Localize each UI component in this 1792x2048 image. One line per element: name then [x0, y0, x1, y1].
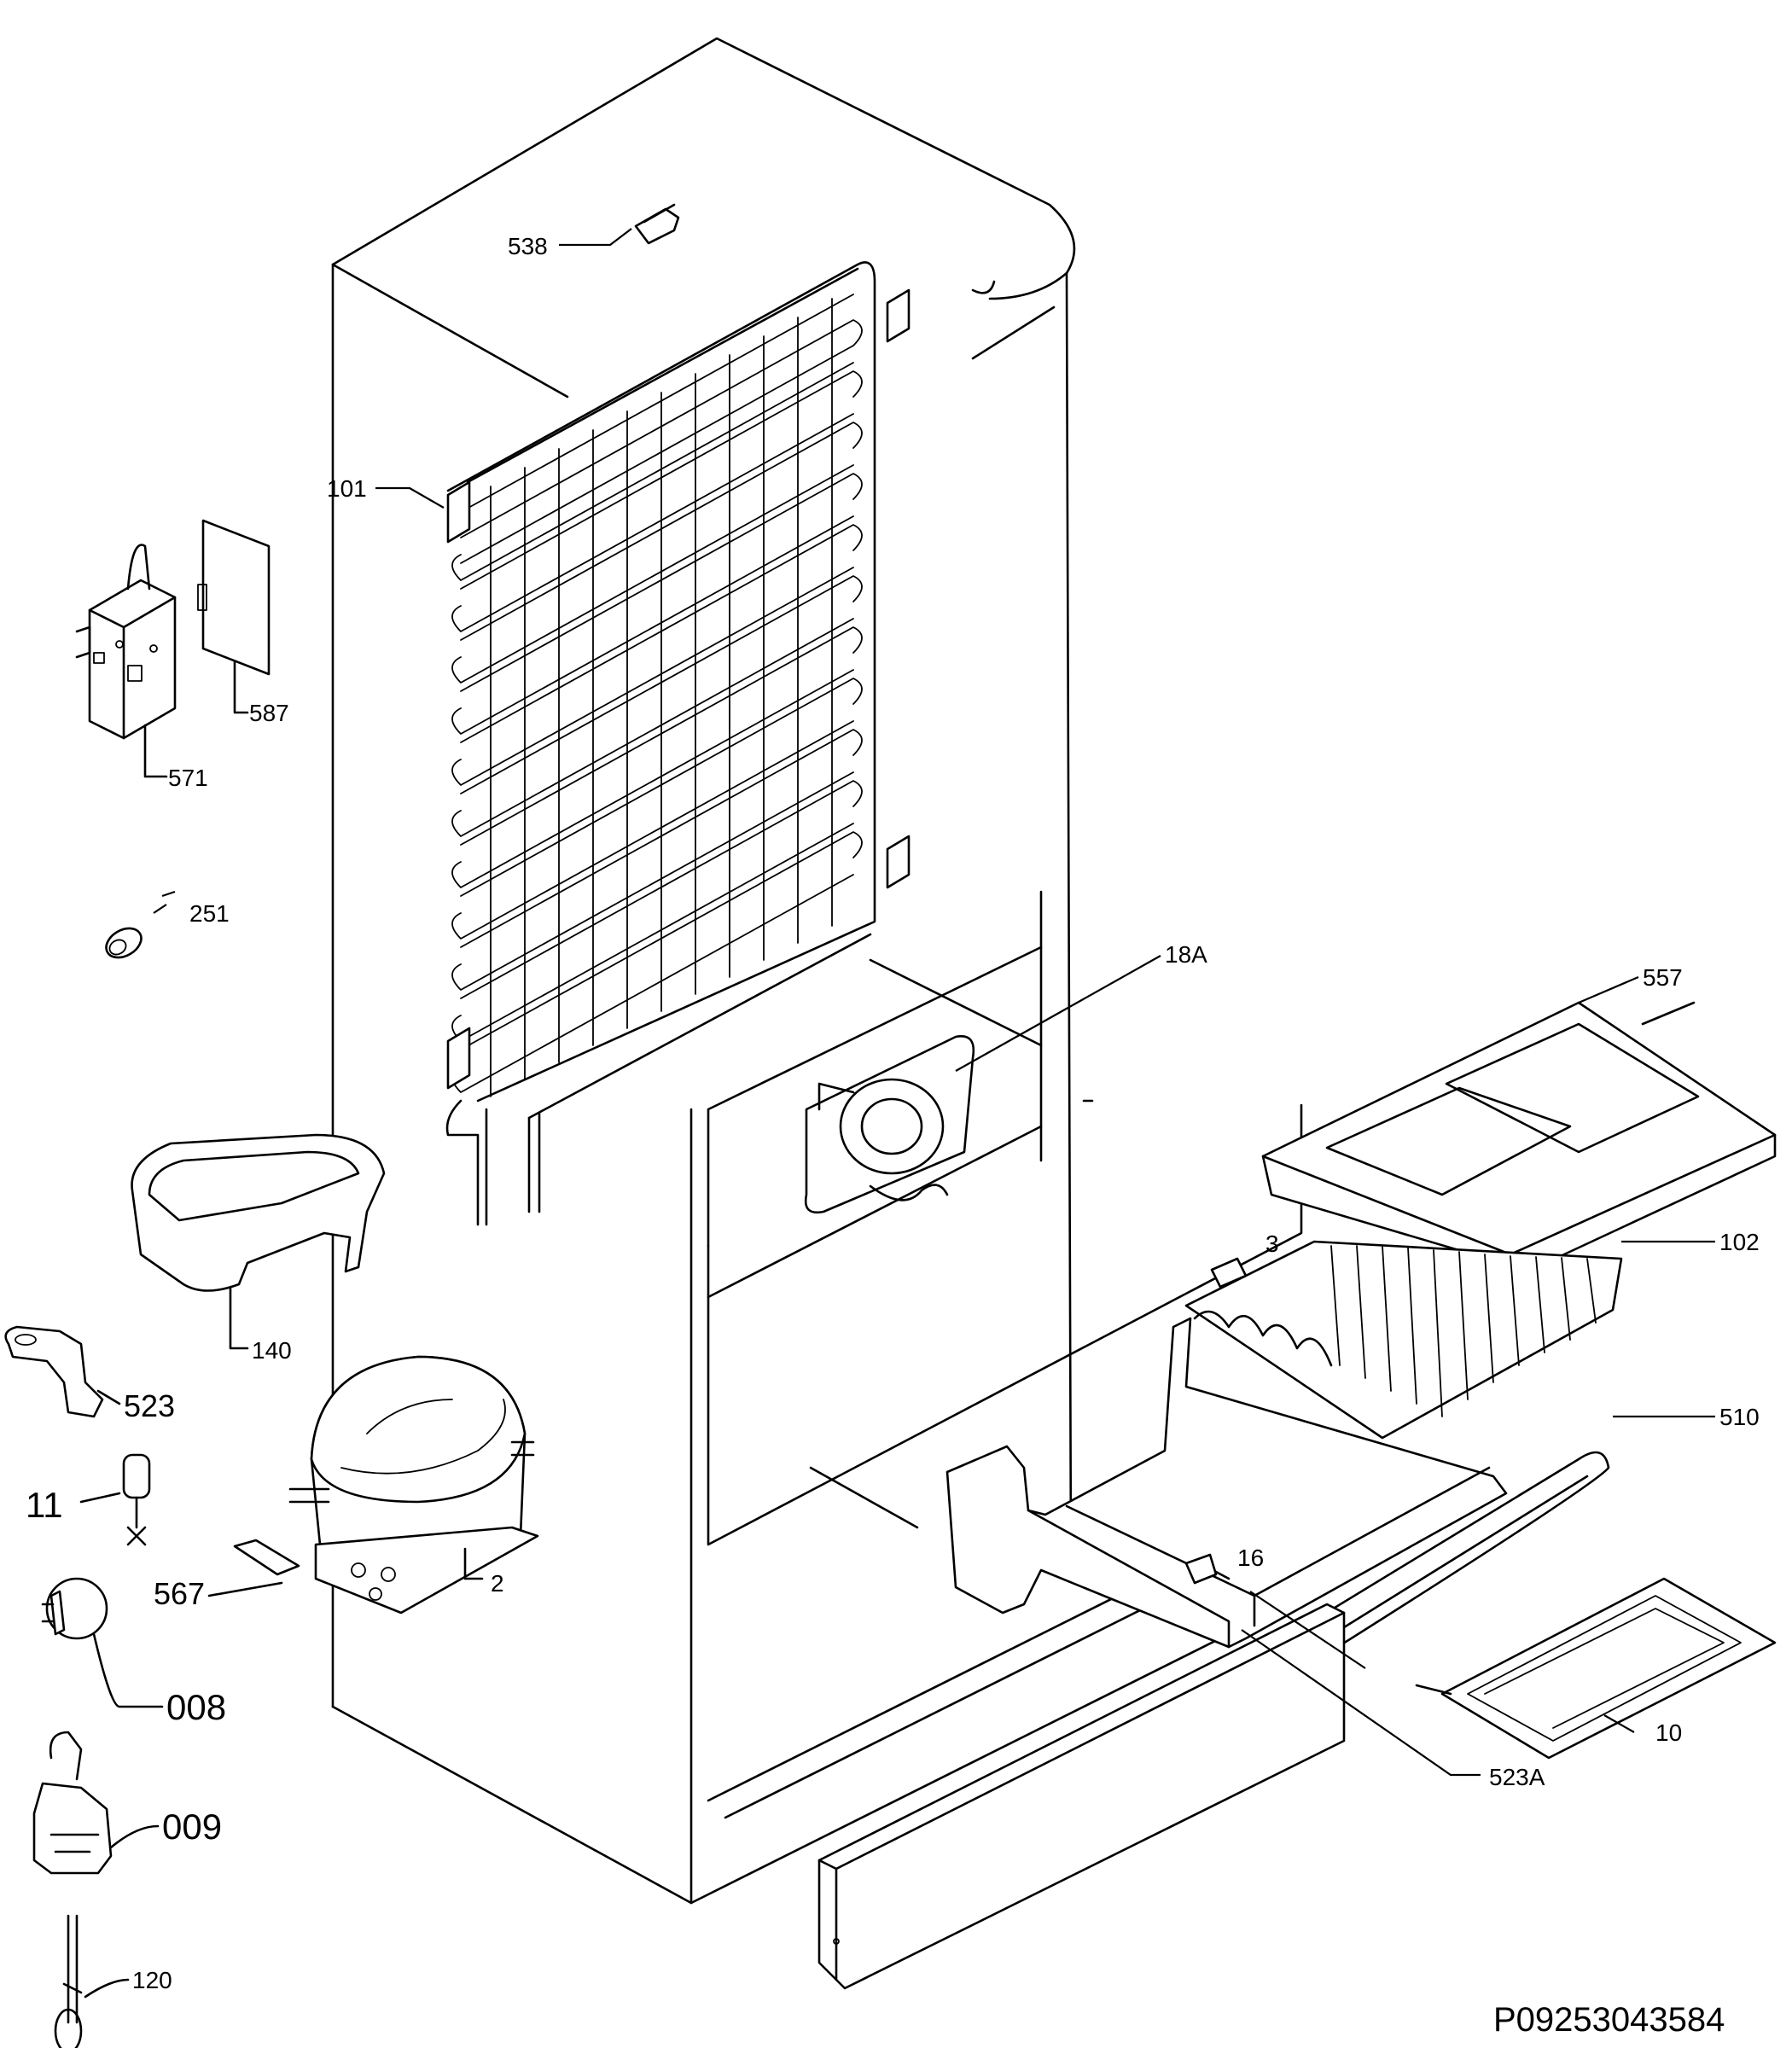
part-251-grommet: [105, 927, 143, 959]
part-557-cover: [1261, 1001, 1777, 1276]
label-523: 523: [124, 1388, 175, 1423]
label-510: 510: [1719, 1404, 1760, 1430]
label-10: 10: [1655, 1719, 1682, 1746]
label-102: 102: [1719, 1229, 1760, 1255]
part-10-heater-plate: [1415, 1577, 1777, 1760]
part-571-relay-box: [75, 544, 177, 778]
label-140: 140: [252, 1337, 292, 1364]
fan-motor-assembly: [804, 1035, 975, 1214]
label-11: 11: [26, 1485, 63, 1525]
part-3-sensor: [1210, 1257, 1248, 1289]
label-557: 557: [1643, 964, 1683, 991]
label-16: 16: [1237, 1545, 1264, 1571]
part-567-plate: [207, 1539, 300, 1597]
label-101: 101: [327, 475, 367, 502]
label-571: 571: [168, 765, 208, 791]
drawing-reference-number: P09253043584: [1493, 2001, 1725, 2039]
label-18a: 18A: [1165, 941, 1207, 968]
drain-housing: [945, 1317, 1508, 1649]
label-3: 3: [1265, 1231, 1279, 1257]
label-251: 251: [189, 900, 230, 927]
label-567: 567: [154, 1576, 205, 1611]
part-16-sensor: [1184, 1553, 1231, 1585]
part-009-relay: [32, 1731, 160, 1875]
label-2: 2: [491, 1570, 504, 1597]
part-523-bracket: [4, 1325, 121, 1418]
label-120: 120: [132, 1967, 172, 1993]
part-120-wire: [54, 1914, 130, 2048]
label-008: 008: [166, 1687, 226, 1727]
part-102-evaporator: [1184, 1240, 1623, 1440]
part-11-capacitor: [79, 1453, 151, 1546]
part-510-trim: [1283, 1451, 1610, 1674]
part-140-drip-tray: [131, 1133, 386, 1350]
part-538-clip: [634, 203, 680, 245]
label-009: 009: [162, 1807, 222, 1847]
label-523a: 523A: [1489, 1764, 1545, 1790]
leader-lines: [153, 228, 1715, 1777]
part-2-compressor: [288, 1355, 539, 1615]
label-538: 538: [508, 233, 548, 259]
label-587: 587: [249, 700, 289, 726]
condenser-coil: [445, 261, 911, 1226]
part-587-card: [197, 519, 271, 714]
part-008-protector: [41, 1577, 164, 1708]
kick-plate: [817, 1603, 1346, 1990]
part-labels: 538 101 587 571 251 18A 557 3 102 140 52…: [26, 233, 1760, 2039]
